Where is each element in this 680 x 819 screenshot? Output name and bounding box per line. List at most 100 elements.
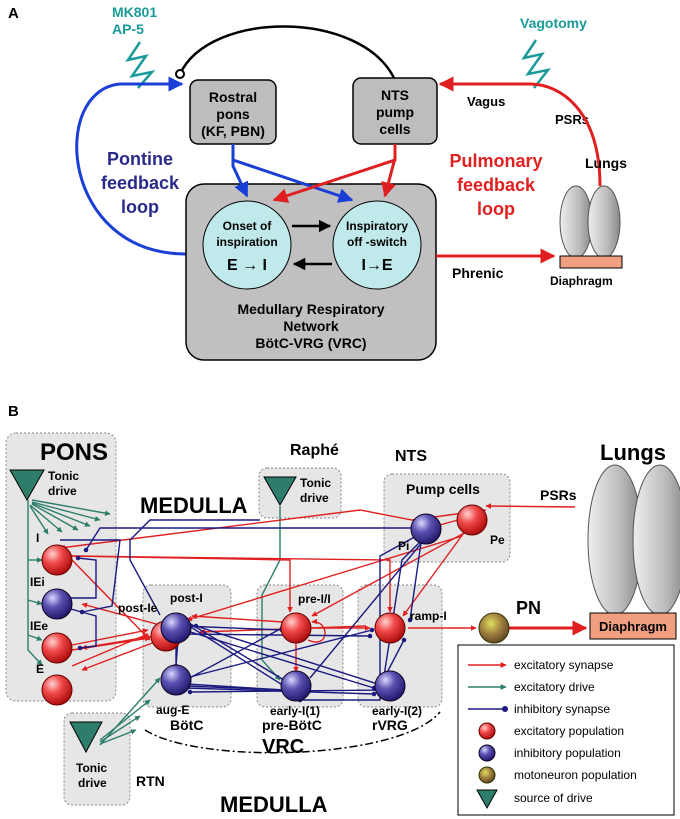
pop-pi-label: Pi bbox=[398, 539, 409, 553]
legend-label-5: motoneuron population bbox=[514, 768, 637, 782]
pop-early1 bbox=[280, 670, 312, 702]
posti-to-ramp bbox=[183, 633, 373, 639]
offswitch-node bbox=[332, 200, 422, 290]
diaphragm-label-a: Diaphragm bbox=[550, 274, 613, 288]
legend-item-0: excitatory synapse bbox=[468, 658, 614, 672]
vagotomy-zigzag-icon bbox=[521, 39, 552, 89]
pop-post-i-label: post-I bbox=[170, 591, 203, 605]
pop-e-label: E bbox=[36, 662, 44, 676]
legend-item-5: motoneuron population bbox=[478, 766, 637, 784]
rtn-drive-4 bbox=[99, 677, 161, 746]
lungs-label-b: Lungs bbox=[600, 440, 666, 465]
panel-a: A MK801 AP-5 Vagotomy Rostral pons (KF, … bbox=[8, 4, 627, 361]
legend-red-circle-icon bbox=[478, 722, 496, 740]
medulla-top-label: MEDULLA bbox=[140, 493, 248, 518]
drug-zigzag-icon bbox=[125, 41, 156, 89]
legend-item-2: inhibitory synapse bbox=[468, 702, 610, 716]
nts-title: NTS bbox=[395, 448, 427, 465]
rtn-drive-3 bbox=[99, 729, 137, 745]
pop-early2 bbox=[374, 670, 406, 702]
pump-cells-label: Pump cells bbox=[406, 481, 480, 497]
panel-a-label: A bbox=[8, 5, 19, 22]
raphe-label: Raphé bbox=[290, 442, 339, 459]
pop-early1-label: early-I(1) bbox=[270, 704, 320, 718]
inhibitory-terminal-icon bbox=[175, 69, 185, 79]
pe-to-i bbox=[59, 509, 487, 551]
pulmonary-loop-line3: loop bbox=[477, 199, 515, 219]
drive-to-iee bbox=[27, 634, 43, 641]
drive-fan-1 bbox=[31, 499, 111, 516]
auge-to-ramp bbox=[185, 627, 375, 679]
legend-item-3: excitatory population bbox=[478, 722, 624, 740]
raphe-tonic-line2: drive bbox=[300, 491, 329, 505]
legend-label-2: inhibitory synapse bbox=[514, 702, 610, 716]
offswitch-line2: off -switch bbox=[347, 235, 407, 249]
pons-tonic-line2: drive bbox=[48, 484, 77, 498]
pons-tonic-line1: Tonic bbox=[48, 469, 79, 483]
pontine-loop-line3: loop bbox=[121, 197, 159, 217]
vagus-afferent-arrow bbox=[438, 76, 602, 187]
onset-inspiration-node bbox=[202, 200, 292, 290]
diaphragm-label-b: Diaphragm bbox=[599, 619, 667, 634]
pons-to-onset-arrow bbox=[231, 144, 249, 198]
legend-label-6: source of drive bbox=[514, 791, 593, 805]
pop-early2-label: early-I(2) bbox=[372, 704, 422, 718]
pop-aug-e-label: aug-E bbox=[156, 703, 189, 717]
legend-item-4: inhibitory population bbox=[478, 744, 621, 762]
botc-label: BötC bbox=[170, 717, 203, 733]
pop-pi bbox=[410, 513, 442, 545]
pons-to-offswitch-arrow bbox=[232, 158, 354, 203]
pontine-loop-line2: feedback bbox=[101, 173, 180, 193]
pop-e bbox=[41, 674, 73, 706]
i-to-postie bbox=[71, 559, 151, 641]
pop-pre-i bbox=[280, 612, 312, 644]
rtn-label: RTN bbox=[136, 773, 165, 789]
network-line3: BötC-VRG (VRC) bbox=[255, 335, 366, 351]
rostral-pons-line1: Rostral bbox=[209, 89, 257, 105]
network-line1: Medullary Respiratory bbox=[237, 301, 384, 317]
pop-post-i bbox=[160, 612, 192, 644]
pontine-loop-arrow bbox=[75, 76, 187, 256]
panel-b: B PONS Tonic drive MEDULLA Raphé Tonic d… bbox=[5, 403, 680, 817]
raphe-tonic-line1: Tonic bbox=[300, 476, 331, 490]
drive-fan-5 bbox=[29, 504, 63, 533]
pop-pe bbox=[456, 504, 488, 536]
offswitch-line1: Inspiratory bbox=[346, 219, 408, 233]
postie-to-iei bbox=[81, 602, 161, 626]
legend-label-0: excitatory synapse bbox=[514, 658, 614, 672]
prei-to-posti bbox=[191, 613, 284, 623]
rostral-pons-line2: pons bbox=[216, 106, 250, 122]
prei-self-loop bbox=[307, 618, 326, 643]
drive-fan-2 bbox=[31, 501, 101, 522]
pop-iee bbox=[41, 632, 73, 664]
onset-line2: inspiration bbox=[216, 235, 277, 249]
iei-to-i bbox=[60, 555, 97, 599]
rtn-tonic-line2: drive bbox=[78, 776, 107, 790]
i-to-iei bbox=[60, 539, 121, 615]
lungs-label-a: Lungs bbox=[585, 155, 627, 171]
diaphragm-block-b bbox=[589, 612, 677, 640]
postie-to-e bbox=[81, 639, 161, 671]
rostral-pons-line3: (KF, PBN) bbox=[201, 123, 265, 139]
pons-nts-link bbox=[178, 25, 396, 79]
pop-iei-label: IEi bbox=[30, 575, 45, 589]
drug-ap5-label: AP-5 bbox=[112, 21, 144, 37]
lung-right-a bbox=[587, 185, 621, 259]
legend: excitatory synapse excitatory drive inhi… bbox=[457, 644, 675, 816]
prebotc-label: pre-BötC bbox=[262, 717, 322, 733]
psrs-label-b: PSRs bbox=[540, 487, 577, 503]
panel-b-label: B bbox=[8, 403, 19, 420]
pop-post-ie-label: post-Ie bbox=[118, 601, 158, 615]
posti-to-early1 bbox=[183, 619, 287, 683]
iei-to-iee bbox=[59, 605, 97, 651]
network-line2: Network bbox=[283, 318, 338, 334]
posti-to-pons-path bbox=[129, 519, 260, 616]
pe-to-prei bbox=[311, 531, 467, 617]
psr-to-pe bbox=[485, 503, 576, 509]
early1-to-auge bbox=[183, 683, 285, 691]
pons-tonic-drive-icon bbox=[9, 469, 45, 502]
legend-blue-circle-icon bbox=[478, 744, 496, 762]
legend-brown-circle-icon bbox=[478, 766, 496, 784]
raphe-drive-line bbox=[261, 506, 281, 681]
